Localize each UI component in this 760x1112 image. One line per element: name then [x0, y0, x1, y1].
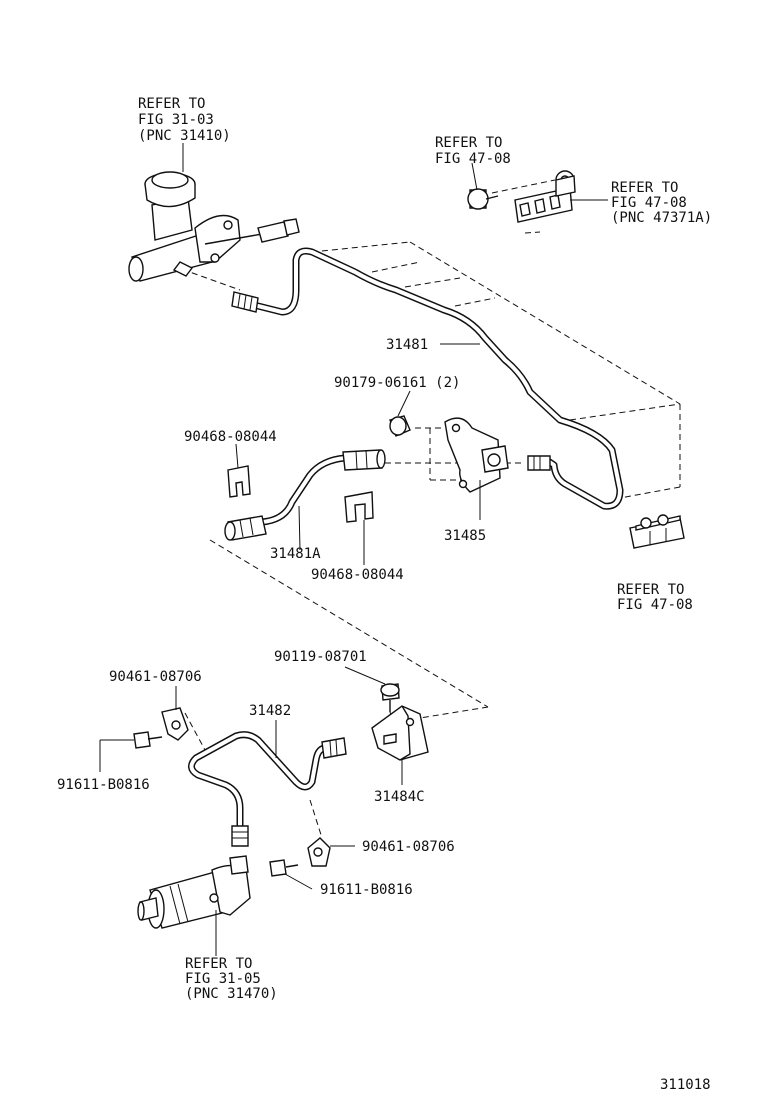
svg-text:(PNC 31410): (PNC 31410): [138, 128, 231, 144]
svg-text:FIG 47-08: FIG 47-08: [611, 195, 687, 211]
svg-text:FIG 47-08: FIG 47-08: [435, 151, 511, 167]
label-90179: 90179-06161 (2): [334, 375, 460, 391]
svg-text:REFER TO: REFER TO: [435, 135, 502, 151]
label-31484C: 31484C: [374, 789, 425, 805]
label-90461-upper: 90461-08706: [109, 669, 202, 685]
svg-text:(PNC 47371A): (PNC 47371A): [611, 210, 712, 226]
svg-text:REFER TO: REFER TO: [138, 96, 205, 112]
clutch-line-31482: [188, 731, 347, 847]
label-ref-clamp-right: REFER TO FIG 47-08 (PNC 47371A): [611, 180, 712, 226]
bracket-31484C: [371, 705, 429, 761]
svg-text:REFER TO: REFER TO: [611, 180, 678, 196]
label-91611-left: 91611-B0816: [57, 777, 150, 793]
svg-text:REFER TO: REFER TO: [617, 582, 684, 598]
label-ref-clamp-lower: REFER TO FIG 47-08: [617, 582, 693, 613]
label-31485: 31485: [444, 528, 486, 544]
svg-text:FIG 47-08: FIG 47-08: [617, 597, 693, 613]
slave-cylinder: [137, 855, 251, 929]
nut-90179: [389, 415, 411, 437]
svg-text:REFER TO: REFER TO: [185, 956, 252, 972]
label-ref-slave: REFER TO FIG 31-05 (PNC 31470): [185, 956, 278, 1002]
clutch-line-31481: [231, 247, 624, 510]
clip-90468-lower: [344, 491, 374, 523]
leader-lines: [99, 143, 608, 956]
label-31481: 31481: [386, 337, 428, 353]
master-cylinder: [128, 171, 300, 282]
label-31482: 31482: [249, 703, 291, 719]
clamp-top-assembly: [467, 170, 576, 223]
bolt-91611-right: [269, 859, 299, 877]
bracket-90461-upper: [161, 707, 189, 741]
bolt-90119: [380, 683, 400, 712]
svg-text:FIG 31-03: FIG 31-03: [138, 112, 214, 128]
bolt-91611-left: [133, 731, 163, 749]
label-90119: 90119-08701: [274, 649, 367, 665]
label-31481A: 31481A: [270, 546, 321, 562]
svg-text:FIG 31-05: FIG 31-05: [185, 971, 261, 987]
clamp-lower-assembly: [629, 514, 685, 549]
bracket-31485: [444, 417, 509, 493]
label-90461-lower: 90461-08706: [362, 839, 455, 855]
label-ref-master: REFER TO FIG 31-03 (PNC 31410): [138, 96, 231, 144]
flex-hose-31481A: [224, 449, 386, 541]
bracket-90461-lower: [307, 837, 331, 867]
label-90468-upper: 90468-08044: [184, 429, 277, 445]
svg-text:(PNC 31470): (PNC 31470): [185, 986, 278, 1002]
label-ref-clamp-top: REFER TO FIG 47-08: [435, 135, 511, 167]
label-90468-lower: 90468-08044: [311, 567, 404, 583]
label-91611-right: 91611-B0816: [320, 882, 413, 898]
clip-90468-upper: [227, 465, 251, 498]
figure-number: 311018: [660, 1077, 711, 1093]
